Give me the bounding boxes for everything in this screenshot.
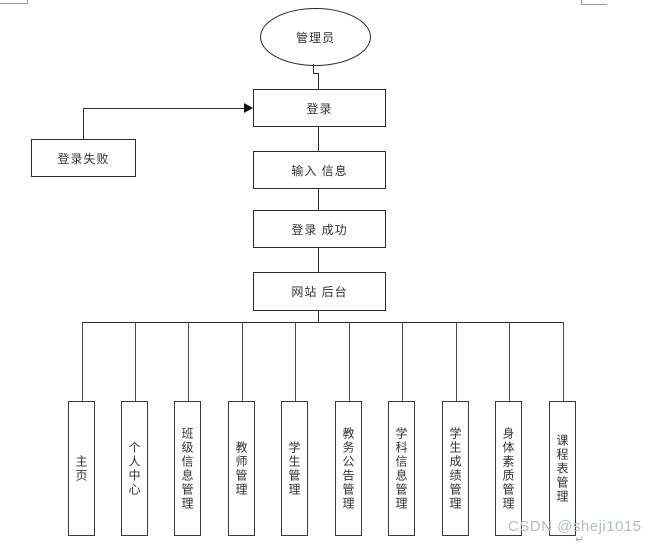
cropped-box-fragment-left: [0, 0, 28, 4]
branch-line: [242, 322, 243, 401]
module-node-class-info: 班级信息管理: [174, 401, 201, 536]
connector-login-input: [318, 127, 319, 151]
module-node-home: 主页: [68, 401, 95, 536]
module-node-fitness: 身体素质管理: [495, 401, 522, 536]
branch-line: [563, 322, 564, 401]
flow-node-input-info: 输入 信息: [253, 151, 386, 189]
connector-actor-login-h: [313, 73, 319, 74]
cropped-box-fragment-right: [581, 0, 607, 5]
fail-node: 登录失败: [31, 139, 136, 177]
module-node-student: 学生管理: [281, 401, 308, 536]
module-node-notice: 教务公告管理: [335, 401, 362, 536]
connector-success-backend: [318, 248, 319, 272]
paragraph-mark-icon: ↵: [575, 534, 585, 546]
connector-fail-h: [83, 108, 246, 109]
connector-input-success: [318, 189, 319, 210]
flow-node-site-backend: 网站 后台: [253, 272, 386, 311]
branch-line: [295, 322, 296, 401]
branch-line: [349, 322, 350, 401]
flow-node-login: 登录: [253, 89, 386, 127]
actor-node: 管理员: [260, 8, 371, 66]
connector-actor-login-v1: [313, 64, 314, 74]
connector-actor-login-v2: [318, 73, 319, 90]
branch-line: [402, 322, 403, 401]
module-node-personal-center: 个人中心: [121, 401, 148, 536]
watermark: CSDN @sheji1015: [508, 518, 642, 535]
spread-bar: [82, 322, 564, 323]
module-node-timetable: 课程表管理: [549, 401, 576, 536]
arrow-head-right-icon: [244, 103, 253, 113]
branch-line: [188, 322, 189, 401]
branch-line: [82, 322, 83, 401]
branch-line: [456, 322, 457, 401]
flow-node-login-success: 登录 成功: [253, 210, 386, 248]
connector-backend-spread: [318, 311, 319, 322]
module-node-subject-info: 学科信息管理: [388, 401, 415, 536]
branch-line: [135, 322, 136, 401]
branch-line: [509, 322, 510, 401]
module-node-grades: 学生成绩管理: [442, 401, 469, 536]
module-node-teacher: 教师管理: [228, 401, 255, 536]
connector-fail-v: [83, 108, 84, 139]
